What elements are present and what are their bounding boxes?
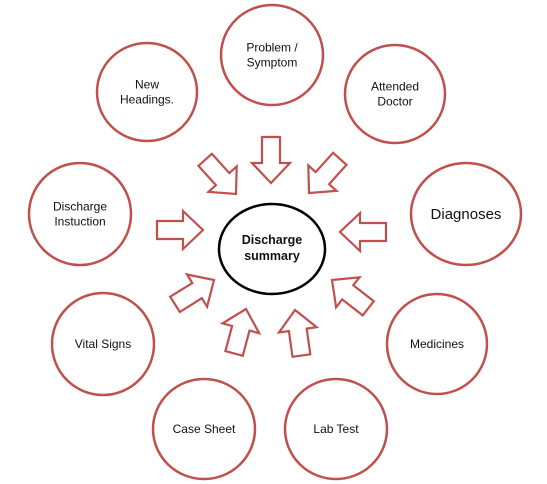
arrow-from-discharge-instruction [155, 208, 205, 252]
nodes-layer: Problem /SymptomAttendedDoctorDiagnosesM… [27, 3, 523, 481]
node-label-new-headings-line-2: Headings. [120, 93, 174, 107]
node-vital-signs: Vital Signs [50, 291, 156, 397]
arrow-from-lab-test [276, 308, 320, 359]
arrow-from-diagnoses [338, 210, 388, 254]
node-lab-test: Lab Test [283, 377, 389, 481]
center-label-line-2: summary [244, 249, 300, 263]
node-label-diagnoses-line-1: Diagnoses [431, 206, 502, 223]
node-label-attended-doctor-line-1: Attended [371, 80, 419, 94]
arrow-from-problem-symptom [249, 135, 293, 185]
node-label-new-headings-line-1: New [135, 78, 159, 92]
center-label-line-1: Discharge [242, 233, 302, 247]
arrow-from-attended-doctor [307, 151, 349, 195]
arrow-from-vital-signs [168, 272, 216, 314]
node-label-lab-test-line-1: Lab Test [313, 422, 359, 436]
node-label-problem-symptom-line-2: Symptom [247, 56, 298, 70]
arrow-from-case-sheet [219, 307, 262, 358]
node-label-problem-symptom-line-1: Problem / [246, 41, 298, 55]
node-label-case-sheet-line-1: Case Sheet [173, 422, 236, 436]
arrow-from-new-headings [196, 152, 238, 196]
node-circle-attended-doctor [343, 43, 447, 145]
node-label-discharge-instruction-line-2: Instuction [54, 215, 105, 229]
node-case-sheet: Case Sheet [151, 377, 257, 481]
node-circle-discharge-instruction [27, 161, 133, 267]
node-circle-medicines [385, 292, 489, 396]
node-diagnoses: Diagnoses [409, 161, 523, 267]
arrows-layer [155, 135, 388, 359]
node-label-medicines-line-1: Medicines [410, 337, 464, 351]
node-circle-problem-symptom [219, 3, 325, 107]
node-circle-diagnoses [409, 161, 523, 267]
node-circle-new-headings [95, 41, 199, 143]
node-circle-lab-test [283, 377, 389, 481]
center-ellipse [217, 202, 327, 296]
center-node: Discharge summary [217, 202, 327, 296]
node-label-attended-doctor-line-2: Doctor [377, 95, 412, 109]
node-label-vital-signs-line-1: Vital Signs [75, 337, 131, 351]
arrow-from-medicines [330, 275, 376, 317]
node-circle-case-sheet [151, 377, 257, 481]
node-medicines: Medicines [385, 292, 489, 396]
node-label-discharge-instruction-line-1: Discharge [53, 200, 107, 214]
node-circle-vital-signs [50, 291, 156, 397]
node-problem-symptom: Problem /Symptom [219, 3, 325, 107]
